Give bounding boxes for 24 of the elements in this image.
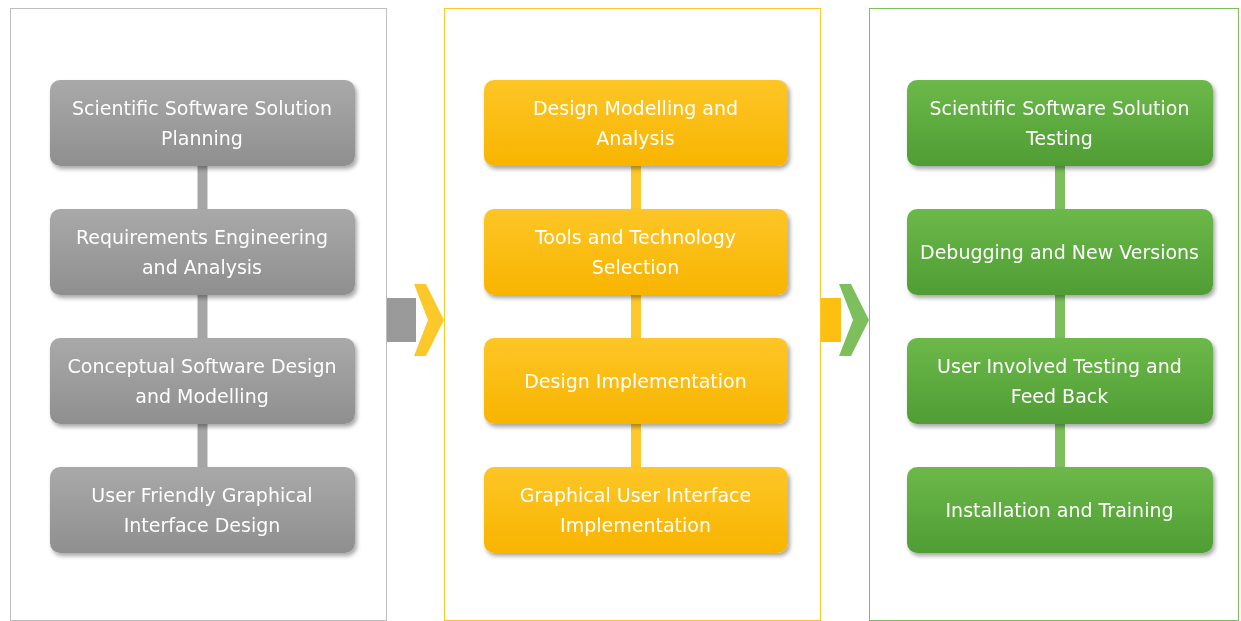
process-box: Scientific Software Solution Testing [906, 79, 1213, 166]
process-box: Installation and Training [906, 466, 1213, 553]
process-box: User Friendly Graphical Interface Design [49, 466, 355, 553]
connector-bar [631, 295, 641, 338]
panel-frame [10, 8, 387, 621]
process-box: Requirements Engineering and Analysis [49, 208, 355, 295]
panel-frame [869, 8, 1239, 621]
process-box: User Involved Testing and Feed Back [906, 337, 1213, 424]
connector-bar [197, 166, 208, 209]
connector-bar [631, 166, 641, 209]
process-box: Design Implementation [483, 337, 788, 424]
process-box: Graphical User Interface Implementation [483, 466, 788, 553]
process-box: Conceptual Software Design and Modelling [49, 337, 355, 424]
process-box: Design Modelling and Analysis [483, 79, 788, 166]
process-box: Tools and Technology Selection [483, 208, 788, 295]
process-box: Scientific Software Solution Planning [49, 79, 355, 166]
connector-bar [197, 424, 208, 467]
connector-bar [1055, 295, 1065, 338]
connector-bar [631, 424, 641, 467]
process-box: Debugging and New Versions [906, 208, 1213, 295]
connector-bar [1055, 424, 1065, 467]
connector-bar [1055, 166, 1065, 209]
panel-frame [444, 8, 821, 621]
connector-bar [197, 295, 208, 338]
